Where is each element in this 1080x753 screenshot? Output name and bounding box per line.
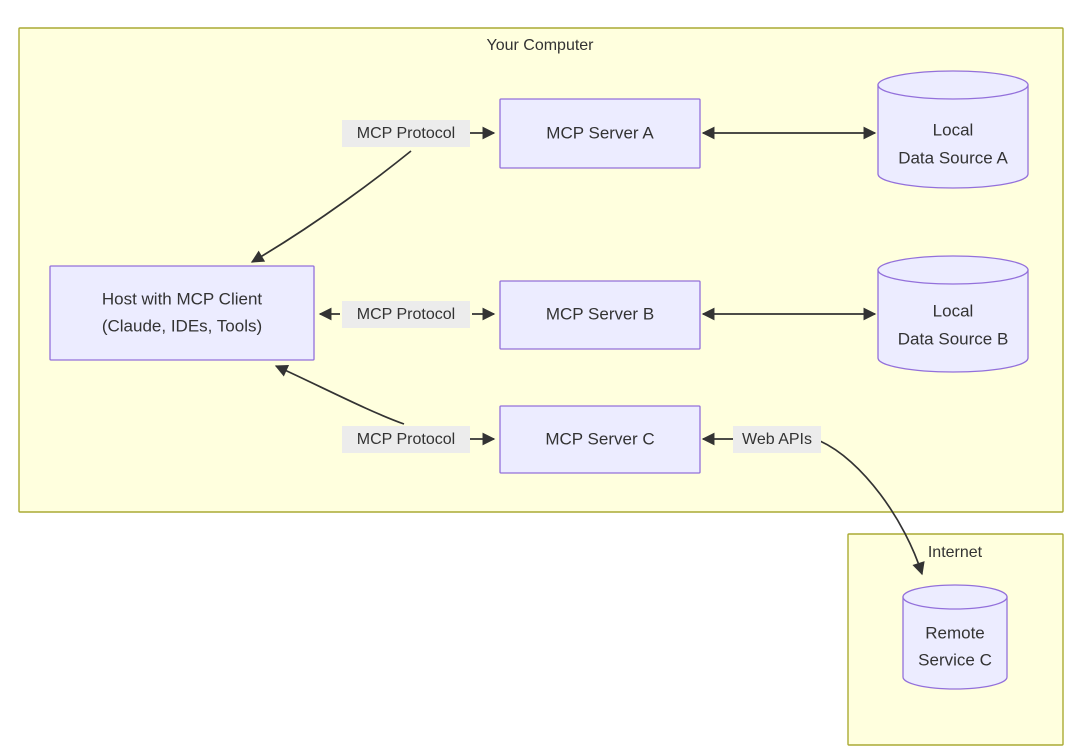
node-host-label-line2: (Claude, IDEs, Tools) [102, 316, 262, 335]
edge-host-server-a-curve [250, 150, 412, 263]
node-server-c-box[interactable] [499, 405, 701, 474]
node-remote-service-c[interactable]: Remote Service C [902, 584, 1008, 690]
node-server-a-box[interactable] [499, 98, 701, 169]
node-data-source-a[interactable]: Local Data Source A [877, 70, 1029, 189]
cluster-your-computer: Your Computer [18, 27, 1064, 513]
edge-server-c-remote-c-curve [819, 440, 925, 576]
edge-host-server-c [274, 364, 496, 446]
edge-label-mcp-protocol-b: MCP Protocol [342, 301, 470, 328]
edge-label-mcp-protocol-c-text: MCP Protocol [357, 431, 455, 448]
edge-host-server-c-curve [274, 364, 405, 425]
cluster-your-computer-box [18, 27, 1064, 513]
node-host-box[interactable] [49, 265, 315, 361]
edge-label-mcp-protocol-c-bg [342, 426, 470, 453]
node-data-source-a-label-line2: Data Source A [898, 148, 1008, 167]
node-host[interactable]: Host with MCP Client (Claude, IDEs, Tool… [49, 265, 315, 361]
edge-label-mcp-protocol-a: MCP Protocol [342, 120, 470, 147]
node-server-a[interactable]: MCP Server A [499, 98, 701, 169]
node-server-b-label: MCP Server B [546, 304, 654, 323]
node-data-source-b-body[interactable] [877, 269, 1029, 373]
edge-label-mcp-protocol-b-bg [342, 301, 470, 328]
edge-server-c-remote-c [701, 432, 925, 576]
cluster-your-computer-title: Your Computer [486, 37, 594, 54]
node-remote-service-c-body[interactable] [902, 596, 1008, 690]
node-server-a-label: MCP Server A [546, 123, 654, 142]
node-server-b[interactable]: MCP Server B [499, 280, 701, 350]
edge-label-web-apis-bg [733, 426, 821, 453]
edge-label-mcp-protocol-c: MCP Protocol [342, 426, 470, 453]
edge-label-web-apis: Web APIs [733, 426, 821, 453]
node-server-b-box[interactable] [499, 280, 701, 350]
node-remote-service-c-label-line1: Remote [925, 623, 985, 642]
edge-host-server-a [250, 126, 496, 263]
node-data-source-a-top[interactable] [877, 70, 1029, 100]
edge-label-mcp-protocol-a-text: MCP Protocol [357, 125, 455, 142]
node-data-source-b-top[interactable] [877, 255, 1029, 285]
node-remote-service-c-top[interactable] [902, 584, 1008, 610]
node-data-source-b-label-line2: Data Source B [898, 329, 1009, 348]
node-data-source-a-label-line1: Local [933, 120, 974, 139]
edge-label-mcp-protocol-a-bg [342, 120, 470, 147]
node-remote-service-c-label-line2: Service C [918, 650, 992, 669]
edge-label-web-apis-text: Web APIs [742, 431, 812, 448]
node-server-c[interactable]: MCP Server C [499, 405, 701, 474]
cluster-internet-title: Internet [928, 544, 983, 561]
node-data-source-b-label-line1: Local [933, 301, 974, 320]
node-server-c-label: MCP Server C [545, 429, 654, 448]
edge-label-mcp-protocol-b-text: MCP Protocol [357, 306, 455, 323]
node-data-source-b[interactable]: Local Data Source B [877, 255, 1029, 373]
node-data-source-a-body[interactable] [877, 84, 1029, 189]
node-host-label-line1: Host with MCP Client [102, 289, 263, 308]
